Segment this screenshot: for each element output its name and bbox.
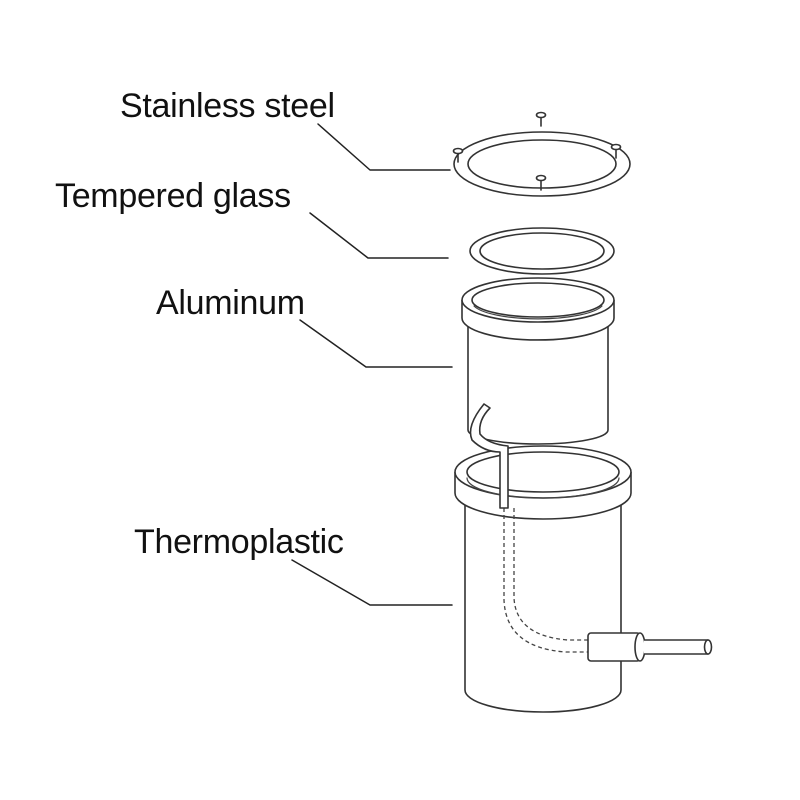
label-stainless-steel: Stainless steel: [120, 87, 335, 125]
leader-line-aluminum: [299, 319, 453, 368]
label-thermoplastic: Thermoplastic: [134, 523, 344, 561]
screw-icon: [535, 111, 547, 127]
leader-line-tempered-glass: [309, 212, 449, 259]
outlet-fitting: [587, 632, 713, 662]
internal-tube-dashed-inner: [513, 508, 594, 641]
aluminum-cup: [461, 277, 615, 445]
internal-tube-dashed: [503, 508, 594, 653]
stainless-steel-ring: [453, 131, 631, 197]
label-aluminum: Aluminum: [156, 284, 305, 322]
screw-icon: [610, 143, 622, 159]
leader-line-stainless-steel: [317, 123, 451, 171]
leader-line-thermoplastic: [291, 559, 453, 606]
tempered-glass-disc: [469, 227, 615, 275]
screw-icon: [452, 147, 464, 163]
connecting-wire: [469, 403, 509, 509]
screw-icon: [535, 174, 547, 191]
label-tempered-glass: Tempered glass: [55, 177, 291, 215]
thermoplastic-cylinder: [454, 445, 632, 713]
